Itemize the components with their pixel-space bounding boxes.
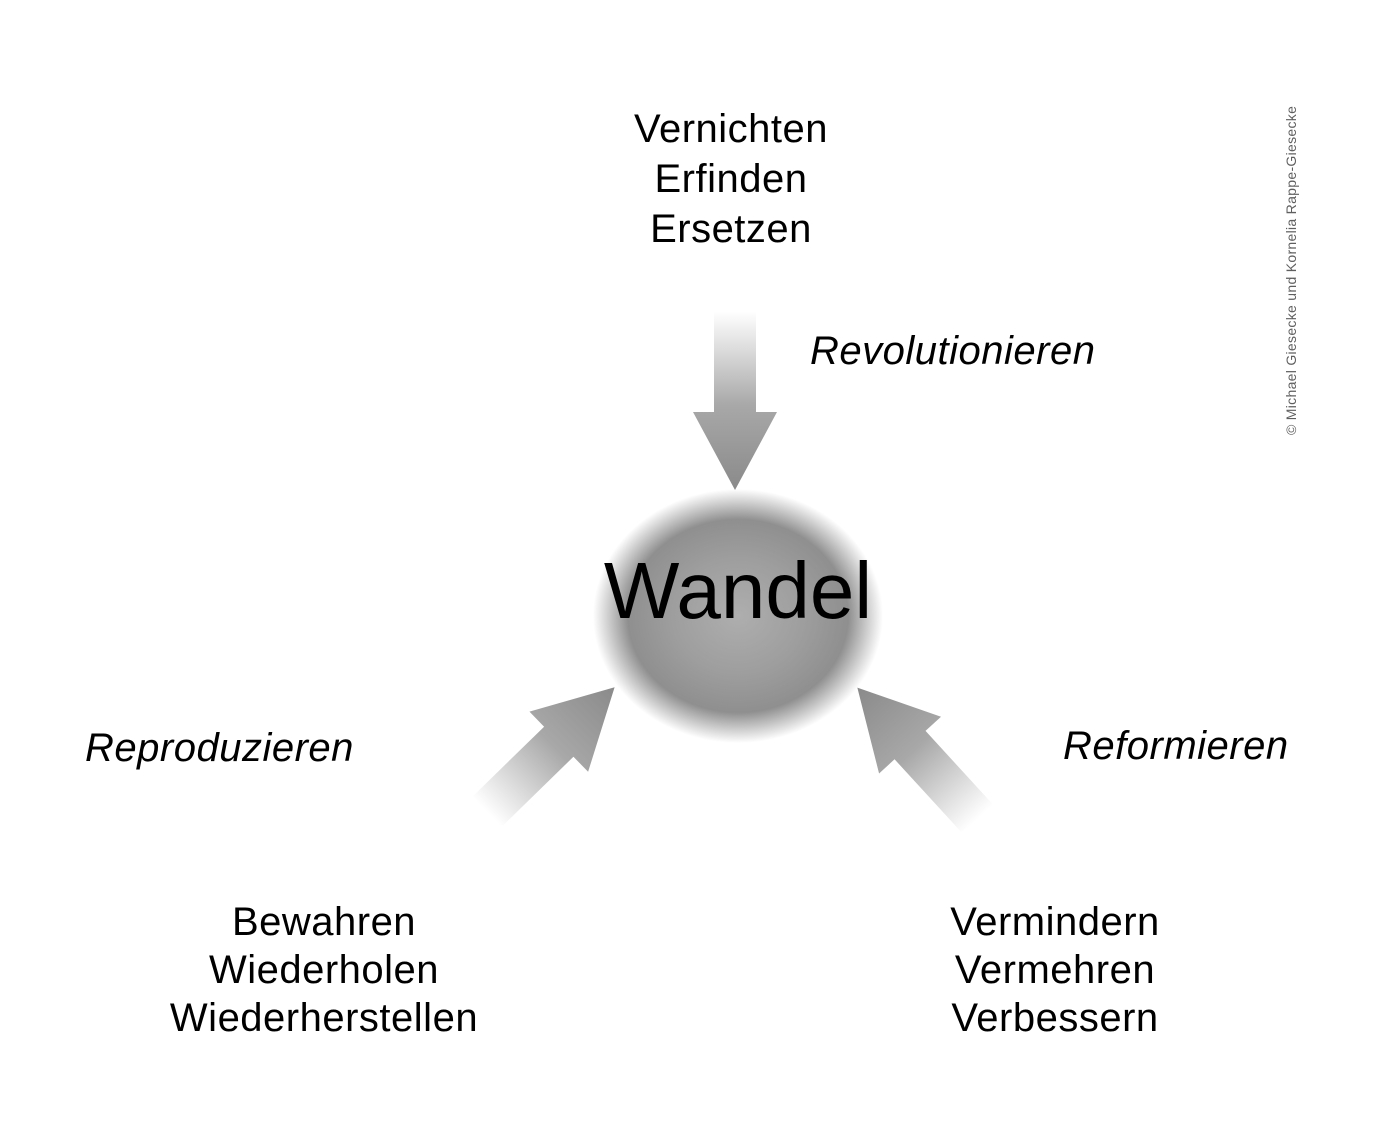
arrow-reformieren (857, 687, 1024, 867)
word-wiederholen: Wiederholen (208, 948, 440, 992)
word-erfinden: Erfinden (654, 157, 808, 201)
left-word-group: Bewahren Wiederholen Wiederherstellen (74, 898, 574, 1042)
wandel-blob (593, 489, 883, 743)
word-wiederherstellen: Wiederherstellen (169, 996, 479, 1040)
label-reformieren: Reformieren (1063, 724, 1289, 768)
word-verbessern: Verbessern (951, 996, 1159, 1040)
word-vermehren: Vermehren (954, 948, 1156, 992)
word-bewahren: Bewahren (231, 900, 417, 944)
word-vernichten: Vernichten (633, 107, 829, 151)
arrow-reproduzieren (440, 687, 615, 859)
wandel-title: Wandel (603, 546, 873, 635)
word-vermindern: Vermindern (950, 900, 1160, 944)
arrow-revolutionieren (693, 267, 777, 490)
copyright-credit: © Michael Giesecke und Kornelia Rappe-Gi… (1283, 105, 1299, 435)
right-word-group: Vermindern Vermehren Verbessern (805, 898, 1305, 1042)
word-ersetzen: Ersetzen (650, 207, 812, 251)
label-revolutionieren: Revolutionieren (810, 329, 1096, 373)
top-word-group: Vernichten Erfinden Ersetzen (481, 104, 981, 254)
label-reproduzieren: Reproduzieren (85, 726, 354, 770)
